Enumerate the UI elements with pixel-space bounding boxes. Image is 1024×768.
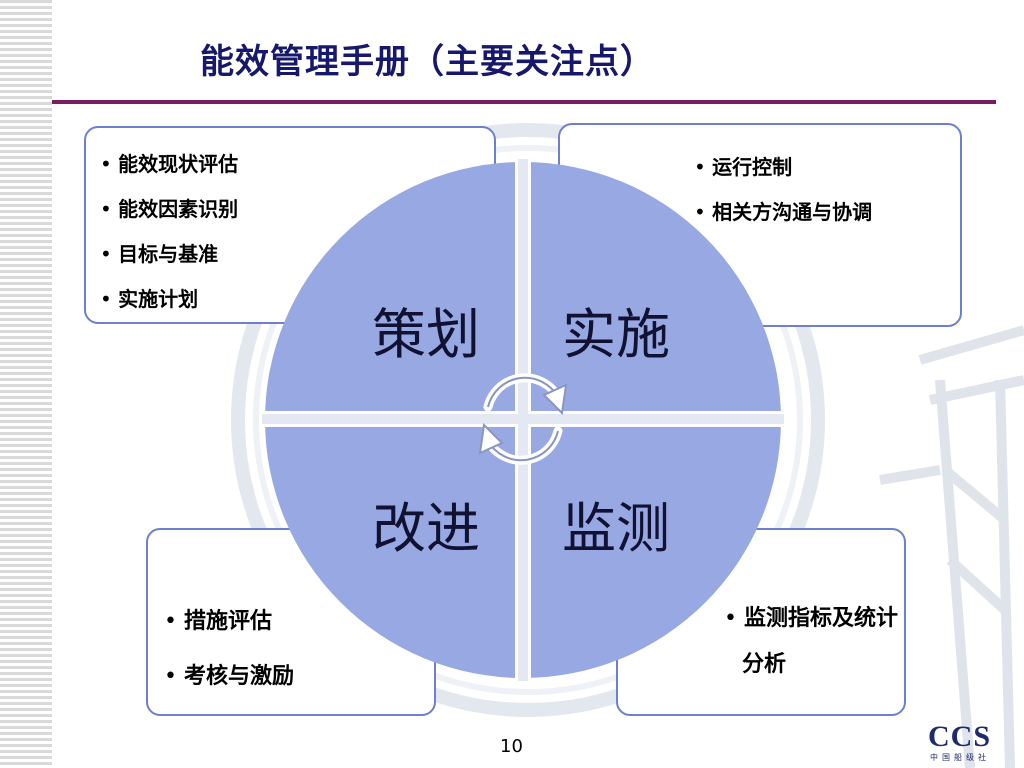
page-number: 10 bbox=[500, 736, 523, 757]
list-item: 监测指标及统计分析 bbox=[724, 596, 912, 688]
title-divider bbox=[52, 100, 996, 104]
arrowhead-top-icon bbox=[542, 383, 568, 416]
list-item: 能效现状评估 bbox=[100, 142, 238, 187]
quadrant-act-label: 改进 bbox=[372, 497, 480, 560]
list-item: 考核与激励 bbox=[164, 649, 294, 704]
ccs-logo-subtitle: 中国船级社 bbox=[930, 753, 990, 762]
list-item: 措施评估 bbox=[164, 594, 294, 649]
crane-silhouette bbox=[879, 325, 1024, 768]
horizontal-gap-pattern bbox=[262, 414, 784, 424]
emblem-ring-inner bbox=[253, 145, 803, 695]
pdca-cycle-diagram bbox=[262, 159, 784, 681]
list-item: 运行控制 bbox=[694, 145, 872, 190]
left-stripe-decoration bbox=[0, 0, 52, 768]
list-item: 实施计划 bbox=[100, 277, 238, 322]
cycle-arrows-outline bbox=[487, 376, 559, 462]
emblem-ring bbox=[231, 123, 825, 717]
list-item: 能效因素识别 bbox=[100, 187, 238, 232]
quadrant-do-label: 实施 bbox=[562, 303, 670, 366]
quadrant-check-label: 监测 bbox=[562, 497, 670, 560]
arrowhead-bottom-icon bbox=[478, 422, 504, 455]
list-item: 目标与基准 bbox=[100, 232, 238, 277]
quadrant-plan-label: 策划 bbox=[372, 303, 480, 366]
ccs-logo: CCS bbox=[928, 720, 992, 753]
slide-title: 能效管理手册（主要关注点） bbox=[200, 42, 655, 82]
list-item: 相关方沟通与协调 bbox=[694, 190, 872, 235]
